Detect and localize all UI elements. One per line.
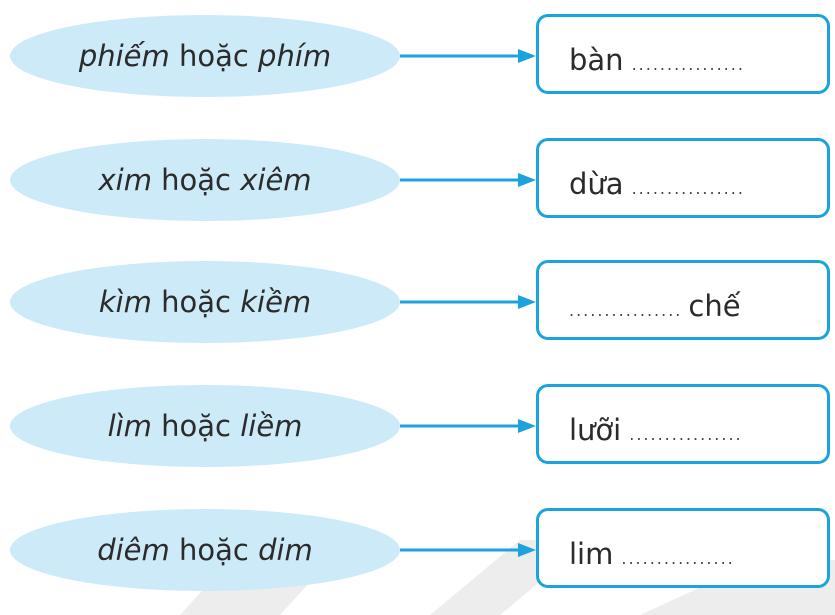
- answer-box-4[interactable]: lưỡi................: [536, 384, 830, 464]
- exercise-row-3: kìm hoặc kiềm ................ chế: [0, 260, 835, 344]
- exercise-row-4: lìm hoặc liềm lưỡi................: [0, 384, 835, 468]
- connector-word: hoặc: [161, 285, 231, 319]
- blank-dots[interactable]: ................: [569, 301, 683, 320]
- option-b: phím: [258, 39, 332, 73]
- option-a: phiếm: [78, 39, 170, 73]
- answer-box-5[interactable]: lim................: [536, 508, 830, 588]
- connector-word: hoặc: [178, 39, 249, 73]
- option-ellipse-1: phiếm hoặc phím: [10, 15, 400, 97]
- option-a: xim: [98, 163, 152, 197]
- arrow-right-icon: [400, 419, 536, 433]
- connector-word: hoặc: [161, 163, 231, 197]
- option-b: kiềm: [240, 285, 312, 319]
- blank-dots[interactable]: ................: [621, 549, 735, 568]
- exercise-row-2: xim hoặc xiêm dừa................: [0, 138, 835, 222]
- option-a: lìm: [107, 409, 152, 443]
- arrow-right-icon: [400, 173, 536, 187]
- exercise-row-1: phiếm hoặc phím bàn................: [0, 14, 835, 98]
- option-ellipse-2: xim hoặc xiêm: [10, 139, 400, 221]
- arrow-right-icon: [400, 295, 536, 309]
- option-ellipse-3: kìm hoặc kiềm: [10, 261, 400, 343]
- option-a: kìm: [98, 285, 152, 319]
- option-b: xiêm: [240, 163, 312, 197]
- blank-dots[interactable]: ................: [629, 425, 743, 444]
- connector-word: hoặc: [161, 409, 231, 443]
- arrow-right-icon: [400, 49, 536, 63]
- connector-word: hoặc: [179, 533, 249, 567]
- answer-box-3[interactable]: ................ chế: [536, 260, 830, 340]
- box-suffix: chế: [688, 289, 741, 323]
- arrow-right-icon: [400, 543, 536, 557]
- answer-box-2[interactable]: dừa................: [536, 138, 830, 218]
- option-ellipse-4: lìm hoặc liềm: [10, 385, 400, 467]
- box-prefix: dừa: [569, 167, 624, 201]
- box-prefix: bàn: [569, 43, 624, 77]
- box-prefix: lưỡi: [569, 413, 622, 447]
- option-ellipse-5: diêm hoặc dim: [10, 509, 400, 591]
- option-a: diêm: [97, 533, 170, 567]
- box-prefix: lim: [569, 537, 614, 571]
- blank-dots[interactable]: ................: [631, 55, 745, 74]
- option-b: dim: [258, 533, 313, 567]
- blank-dots[interactable]: ................: [631, 179, 745, 198]
- option-b: liềm: [240, 409, 303, 443]
- answer-box-1[interactable]: bàn................: [536, 14, 830, 94]
- exercise-row-5: diêm hoặc dim lim................: [0, 508, 835, 592]
